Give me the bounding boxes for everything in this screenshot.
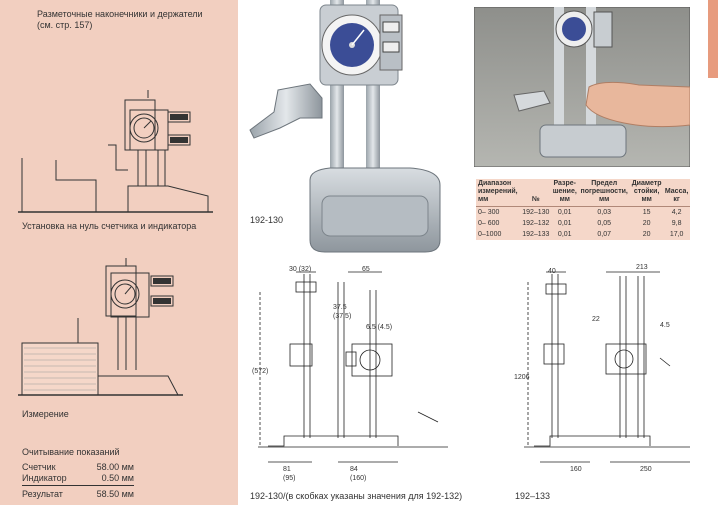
result-divider — [22, 485, 134, 486]
reading-label-result: Результат — [22, 489, 63, 499]
cell-column-diameter: 15 — [642, 209, 651, 216]
dim-right-depth: 4.5 — [660, 322, 670, 329]
cell-error-limit: 0,07 — [597, 231, 611, 238]
dim-right-mid: 22 — [592, 316, 600, 323]
table-row: 0– 600 192–132 0,01 0,05 20 9,8 — [476, 218, 690, 229]
cell-range: 0–1000 — [478, 231, 502, 238]
product-model-label: 192-130 — [250, 215, 284, 225]
dim-left-bottom-d: (160) — [350, 475, 367, 482]
reading-value-result: 58.50 мм — [96, 489, 134, 499]
measurement-drawing — [18, 258, 183, 396]
cell-column-diameter: 20 — [642, 220, 651, 227]
dim-right-top-b: 213 — [636, 264, 648, 271]
col-resolution: Разре-шение,мм — [551, 179, 579, 207]
cell-column-diameter: 20 — [642, 231, 651, 238]
dim-right-bottom-a: 160 — [570, 466, 582, 473]
cell-error-limit: 0,03 — [597, 209, 611, 216]
caption-measurement: Измерение — [22, 409, 69, 419]
cell-resolution: 0,01 — [557, 220, 572, 227]
cell-error-limit: 0,05 — [597, 220, 611, 227]
heading-line-1: Разметочные наконечники и держатели — [37, 9, 203, 19]
reading-label-indicator: Индикатор — [22, 473, 67, 483]
dim-left-top-b: 65 — [362, 266, 370, 273]
table-row: 0–1000 192–133 0,01 0,07 20 17,0 — [476, 229, 690, 240]
cell-number: 192–130 — [522, 209, 550, 216]
cell-number: 192–133 — [522, 231, 550, 238]
cell-mass: 9,8 — [671, 220, 682, 227]
cell-resolution: 0,01 — [557, 209, 572, 216]
dim-left-bottom-b: (95) — [283, 475, 296, 482]
dim-right-bottom-b: 250 — [640, 466, 652, 473]
dim-right-height: 1206 — [514, 374, 530, 381]
dim-left-mid-b: (37.5) — [333, 313, 352, 320]
col-number: № — [520, 179, 552, 207]
drawing-caption-right: 192–133 — [515, 491, 551, 501]
dim-left-mid-a: 37.5 — [333, 304, 347, 311]
dim-left-top-a: 30 (32) — [289, 266, 312, 273]
reading-label-counter: Счетчик — [22, 462, 56, 472]
heading-line-2: (см. стр. 157) — [37, 20, 93, 30]
cell-mass: 17,0 — [669, 231, 684, 238]
dimension-drawing-192-133 — [524, 271, 690, 463]
instructions-panel: Разметочные наконечники и держатели (см.… — [0, 0, 238, 505]
cell-range: 0– 600 — [478, 220, 500, 227]
reading-value-indicator: 0.50 мм — [101, 473, 134, 483]
dim-left-bottom-c: 84 — [350, 466, 358, 473]
reading-title: Очитывание показаний — [22, 447, 120, 457]
dim-right-top-a: 40 — [548, 268, 556, 275]
height-gauge-photo — [249, 0, 441, 253]
cell-number: 192–132 — [522, 220, 550, 227]
table-row: 0– 300 192–130 0,01 0,03 15 4,2 — [476, 207, 690, 219]
dim-left-height: (572) — [252, 368, 269, 375]
page-tab-marker — [708, 0, 718, 78]
reading-value-counter: 58.00 мм — [96, 462, 134, 472]
usage-photo — [474, 7, 690, 167]
dim-left-bottom-a: 81 — [283, 466, 291, 473]
cell-mass: 4,2 — [671, 209, 682, 216]
col-mass: Масса,кг — [663, 179, 690, 207]
caption-zero-setting: Установка на нуль счетчика и индикатора — [22, 221, 197, 231]
drawing-caption-left: 192-130/(в скобках указаны значения для … — [250, 491, 463, 501]
dim-left-depth: 6.5 (4.5) — [366, 324, 393, 331]
cell-range: 0– 300 — [478, 209, 500, 216]
dimension-drawing-192-130 — [258, 271, 448, 463]
cell-resolution: 0,01 — [557, 231, 572, 238]
zero-setting-drawing — [18, 90, 213, 213]
